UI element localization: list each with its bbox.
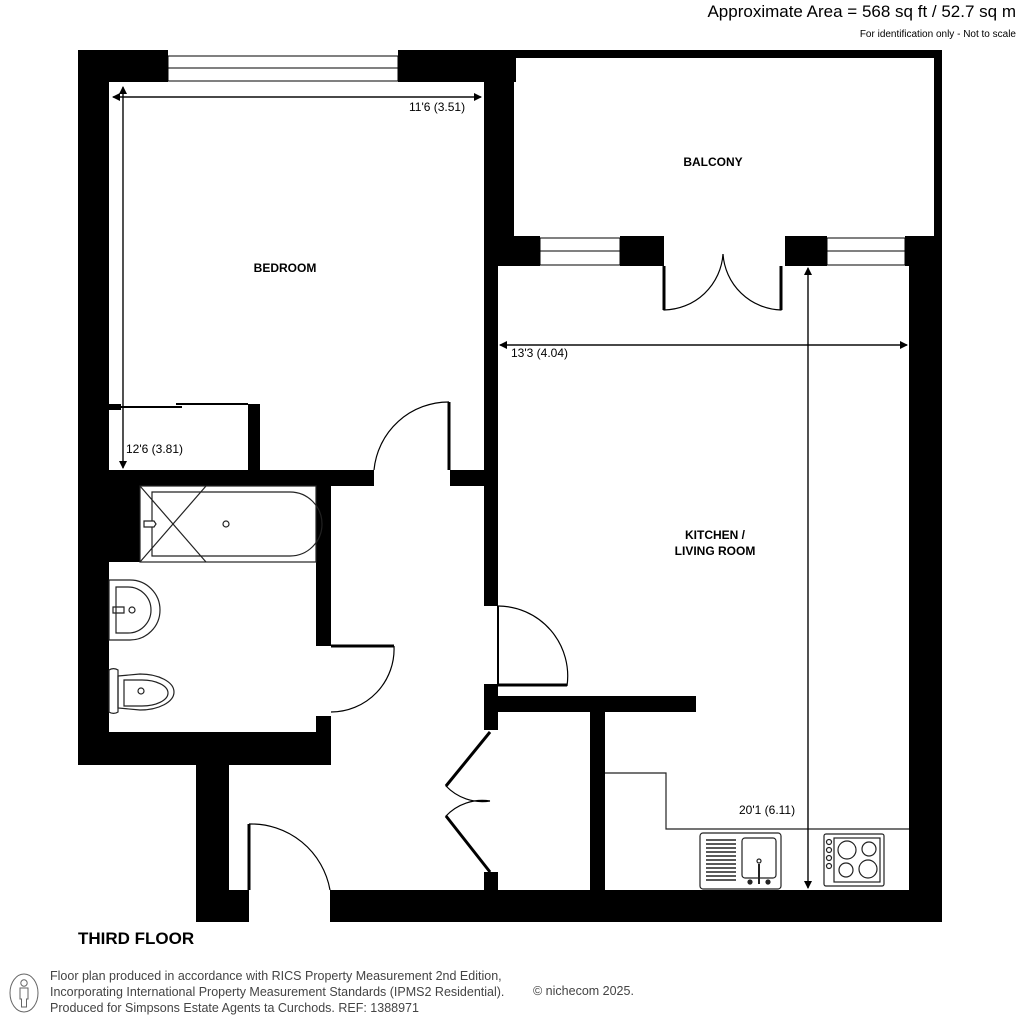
disclaimer: For identification only - Not to scale (859, 29, 1016, 40)
fixtures (108, 485, 909, 890)
footer-line-3: Produced for Simpsons Estate Agents ta C… (50, 1001, 419, 1015)
kitchen-counter (605, 772, 909, 830)
bedroom-length-dimension: 12'6 (3.81) (126, 442, 183, 456)
kitchen-sink (699, 832, 782, 890)
doors (121, 253, 783, 891)
footer-line-1: Floor plan produced in accordance with R… (50, 969, 502, 983)
kitchen-width-dimension: 13'3 (4.04) (511, 346, 568, 360)
dimension-lines (112, 86, 908, 889)
ipms-person-icon (9, 973, 39, 1013)
room-label-kitchen-line2: LIVING ROOM (675, 544, 756, 558)
room-label-balcony: BALCONY (683, 155, 742, 169)
room-label-kitchen-line1: KITCHEN / (685, 528, 746, 542)
footer-text: Floor plan produced in accordance with R… (50, 968, 504, 1016)
toilet (108, 668, 119, 714)
footer-line-2: Incorporating International Property Mea… (50, 985, 505, 999)
kitchen-length-dimension: 20'1 (6.11) (739, 803, 795, 817)
floor-label: THIRD FLOOR (78, 929, 195, 948)
walls (78, 50, 942, 922)
copyright: © nichecom 2025. (533, 984, 634, 998)
hob (823, 833, 885, 887)
windows (167, 55, 906, 266)
bathtub (139, 485, 317, 563)
bedroom-width-dimension: 11'6 (3.51) (409, 100, 465, 114)
basin (108, 579, 161, 641)
footer: Floor plan produced in accordance with R… (8, 968, 708, 1018)
approximate-area: Approximate Area = 568 sq ft / 52.7 sq m (707, 2, 1016, 21)
room-label-bedroom: BEDROOM (254, 261, 317, 275)
